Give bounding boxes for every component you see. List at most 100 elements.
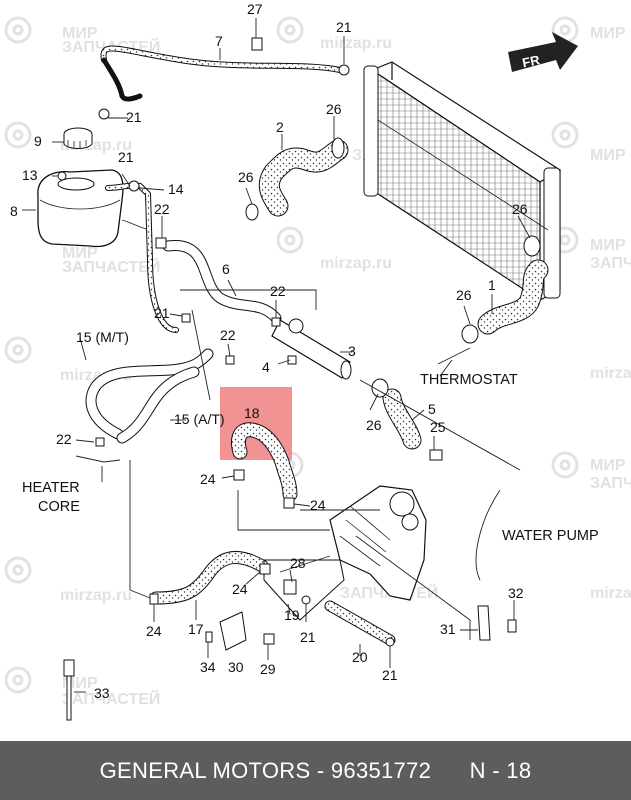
wm-21: ЗАПЧАСТЕЙ <box>62 689 160 708</box>
callout-17: 17 <box>188 621 204 637</box>
clamp-22b <box>271 317 281 327</box>
callout-21b: 21 <box>126 109 142 125</box>
wm-10: mirzap.ru <box>320 255 392 272</box>
callout-32: 32 <box>508 585 524 601</box>
callout-14: 14 <box>168 181 184 197</box>
clamp-21e <box>301 595 311 605</box>
clamp-26d <box>461 324 479 344</box>
callout-34: 34 <box>200 659 216 675</box>
fitting-29 <box>263 633 275 645</box>
bolt-32 <box>507 619 517 633</box>
clamp-21c <box>128 180 140 192</box>
callout-1: 1 <box>488 277 496 293</box>
clamp-26a <box>331 137 345 159</box>
callout-8: 8 <box>10 203 18 219</box>
wm-19: mirzap.ru <box>590 585 631 602</box>
callout-13: 13 <box>22 167 38 183</box>
callout-29: 29 <box>260 661 276 677</box>
wm-11: МИР <box>590 237 626 254</box>
front-arrow-icon: FR <box>508 32 578 72</box>
radiator <box>363 61 562 302</box>
clamp-22c <box>225 355 235 365</box>
footer-text: GENERAL MOTORS - 96351772 N - 18 <box>99 757 532 783</box>
label-water-pump: WATER PUMP <box>502 528 599 544</box>
fitting-19 <box>283 579 297 595</box>
callout-24b: 24 <box>310 497 326 513</box>
clamp-24a <box>233 469 245 481</box>
callout-31: 31 <box>440 621 456 637</box>
callout-22c: 22 <box>220 327 236 343</box>
callout-21c: 21 <box>118 149 134 165</box>
callout-24d: 24 <box>146 623 162 639</box>
callout-22a: 22 <box>154 201 170 217</box>
callout-15-mt: 15 (M/T) <box>76 329 129 345</box>
clamp-21f <box>385 637 395 647</box>
callout-26b: 26 <box>238 169 254 185</box>
label-thermostat: THERMOSTAT <box>420 372 518 388</box>
clamp-24d <box>149 593 159 605</box>
wm-17: mirzap.ru <box>60 587 132 604</box>
callout-19: 19 <box>284 607 300 623</box>
clamp-26b <box>245 203 259 221</box>
parts-diagram: МИР ЗАПЧАСТЕЙ mirzap.ru МИР МИР ЗАПЧАСТЕ… <box>4 1 631 721</box>
wm-15: МИР <box>590 457 626 474</box>
clamp-21a <box>338 64 350 76</box>
label-heater-core-2: CORE <box>38 499 80 515</box>
clamp-25 <box>429 449 443 461</box>
wm-1: МИР <box>62 25 98 42</box>
clamp-26e <box>371 378 389 398</box>
callout-22d: 22 <box>56 431 72 447</box>
bolt-34 <box>205 631 213 643</box>
callout-26e: 26 <box>366 417 382 433</box>
clamp-21d <box>181 313 191 323</box>
callout-30: 30 <box>228 659 244 675</box>
clamp-27 <box>251 37 263 51</box>
coolant-pipe-3 <box>271 318 352 380</box>
callout-21e: 21 <box>300 629 316 645</box>
bracket-31 <box>477 605 491 641</box>
clamp-22a <box>155 237 167 249</box>
reservoir-cap <box>63 127 93 149</box>
cable-tie-33 <box>63 659 75 721</box>
callout-21a: 21 <box>336 19 352 35</box>
label-heater-core-1: HEATER <box>22 480 80 496</box>
callout-15-at: 15 (A/T) <box>174 411 225 427</box>
callout-9: 9 <box>34 133 42 149</box>
wm-5: МИР <box>590 147 626 164</box>
callout-27: 27 <box>247 1 263 17</box>
clamp-24c <box>259 563 271 575</box>
callout-6: 6 <box>222 261 230 277</box>
bracket-30 <box>219 555 345 651</box>
clamp-26c <box>523 235 541 257</box>
clamp-4 <box>287 355 297 365</box>
callout-21d: 21 <box>154 305 170 321</box>
clip-13 <box>57 171 67 181</box>
callout-18: 18 <box>244 405 260 421</box>
clamps <box>95 37 541 647</box>
callout-26c: 26 <box>512 201 528 217</box>
callout-2: 2 <box>276 119 284 135</box>
callout-28: 28 <box>290 555 306 571</box>
wm-3: mirzap.ru <box>320 35 392 52</box>
callout-26a: 26 <box>326 101 342 117</box>
footer-caption: GENERAL MOTORS - 96351772 N - 18 <box>0 741 631 800</box>
callout-22b: 22 <box>270 283 286 299</box>
engine-intake <box>329 485 427 601</box>
callout-5: 5 <box>428 401 436 417</box>
callout-26d: 26 <box>456 287 472 303</box>
leader-lines <box>22 18 531 693</box>
callout-20: 20 <box>352 649 368 665</box>
clamp-22d <box>95 437 105 447</box>
wm-13: mirzap <box>590 365 631 382</box>
wm-9: ЗАПЧАСТЕЙ <box>62 257 160 276</box>
callout-21f: 21 <box>382 667 398 683</box>
wm-12: ЗАПЧАСТЕЙ <box>590 253 631 272</box>
clamp-24b <box>283 497 295 509</box>
wm-4: МИР <box>590 25 626 42</box>
wm-8: МИР <box>62 245 98 262</box>
callout-25: 25 <box>430 419 446 435</box>
callout-7: 7 <box>215 33 223 49</box>
callout-24c: 24 <box>232 581 248 597</box>
fr-label: FR <box>521 52 542 70</box>
callout-3: 3 <box>348 343 356 359</box>
